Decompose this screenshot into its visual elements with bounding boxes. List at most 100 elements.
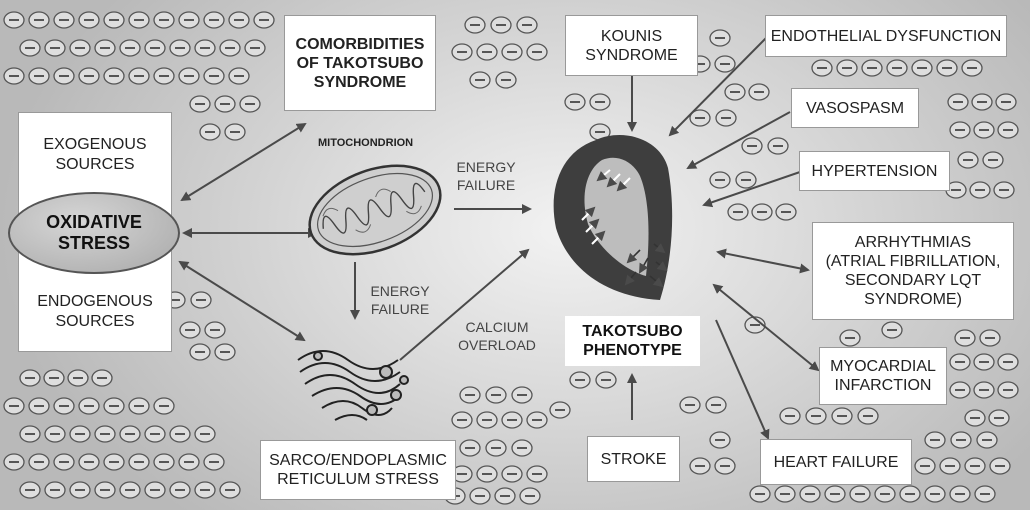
minus-sign-icon [973,353,995,371]
minus-sign-icon [714,55,736,73]
minus-sign-icon [53,67,75,85]
minus-sign-icon [805,407,827,425]
minus-sign-icon [194,39,216,57]
minus-sign-icon [153,397,175,415]
minus-sign-icon [253,11,275,29]
minus-sign-icon [709,431,731,449]
arrow-oxidative-comorbidities [180,122,307,202]
arrow-heart-heartfailure [715,319,770,440]
minus-sign-icon [961,59,983,77]
reticulum-icon [297,350,409,421]
minus-sign-icon [69,425,91,443]
minus-sign-icon [459,386,481,404]
minus-sign-icon [971,93,993,111]
kounis-syndrome-box: KOUNIS SYNDROME [565,15,698,76]
arrow-heart-arrhythmias [716,248,810,274]
endogenous-sources-label: ENDOGENOUS SOURCES [37,293,153,330]
minus-sign-icon [3,397,25,415]
minus-sign-icon [3,453,25,471]
minus-sign-icon [228,11,250,29]
minus-sign-icon [169,425,191,443]
minus-sign-icon [94,39,116,57]
minus-sign-icon [989,457,1011,475]
minus-sign-icon [969,181,991,199]
minus-sign-icon [144,425,166,443]
minus-sign-icon [954,329,976,347]
minus-sign-icon [464,16,486,34]
minus-sign-icon [564,93,586,111]
minus-sign-icon [189,95,211,113]
minus-sign-icon [44,425,66,443]
minus-sign-icon [78,67,100,85]
minus-sign-icon [28,11,50,29]
minus-sign-icon [91,369,113,387]
minus-sign-icon [119,481,141,499]
minus-sign-icon [103,397,125,415]
minus-sign-icon [128,67,150,85]
arrow-endothelial-heart [668,36,768,137]
minus-sign-icon [69,481,91,499]
minus-sign-icon [153,67,175,85]
minus-sign-icon [689,457,711,475]
minus-sign-icon [78,11,100,29]
minus-sign-icon [709,171,731,189]
minus-sign-icon [128,11,150,29]
minus-sign-icon [974,485,996,503]
minus-sign-icon [119,39,141,57]
minus-sign-icon [767,137,789,155]
minus-sign-icon [28,453,50,471]
minus-sign-icon [19,39,41,57]
minus-sign-icon [526,465,548,483]
minus-sign-icon [964,457,986,475]
minus-sign-icon [103,453,125,471]
minus-sign-icon [714,457,736,475]
minus-sign-icon [949,485,971,503]
minus-sign-icon [19,481,41,499]
minus-sign-icon [724,83,746,101]
minus-sign-icon [774,485,796,503]
minus-sign-icon [997,353,1019,371]
minus-sign-icon [589,93,611,111]
minus-sign-icon [153,453,175,471]
minus-sign-icon [811,59,833,77]
minus-sign-icon [169,39,191,57]
minus-sign-icon [451,43,473,61]
minus-sign-icon [949,353,971,371]
minus-sign-icon [689,109,711,127]
minus-sign-icon [28,67,50,85]
minus-sign-icon [194,425,216,443]
minus-sign-icon [203,453,225,471]
minus-sign-icon [178,67,200,85]
minus-sign-icon [94,425,116,443]
minus-sign-icon [549,401,571,419]
minus-sign-icon [203,67,225,85]
minus-sign-icon [949,121,971,139]
minus-sign-icon [501,411,523,429]
minus-sign-icon [775,203,797,221]
minus-sign-icon [169,481,191,499]
minus-sign-icon [119,425,141,443]
minus-sign-icon [228,67,250,85]
minus-sign-icon [516,16,538,34]
minus-sign-icon [849,485,871,503]
minus-sign-icon [595,371,617,389]
calcium-overload-label: CALCIUM OVERLOAD [458,319,536,353]
minus-sign-icon [735,171,757,189]
minus-sign-icon [836,59,858,77]
minus-sign-icon [214,343,236,361]
heart-failure-box: HEART FAILURE [760,439,912,485]
minus-sign-icon [945,181,967,199]
minus-sign-icon [69,39,91,57]
minus-sign-icon [476,411,498,429]
minus-sign-icon [964,409,986,427]
arrow-hypertension-heart [702,171,801,208]
minus-sign-icon [214,95,236,113]
minus-sign-icon [911,59,933,77]
arrow-reticulum-heart [399,248,530,361]
minus-sign-icon [19,425,41,443]
minus-sign-icon [526,43,548,61]
minus-sign-icon [947,93,969,111]
minus-sign-icon [451,465,473,483]
minus-sign-icon [178,453,200,471]
